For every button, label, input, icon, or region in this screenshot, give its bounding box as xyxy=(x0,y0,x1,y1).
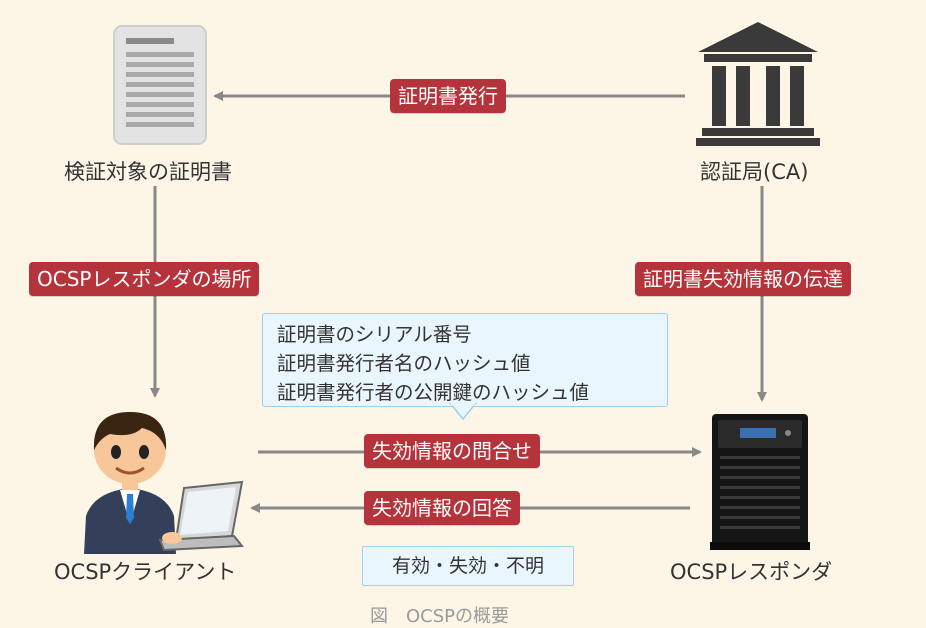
responder-label: OCSPレスポンダ xyxy=(670,560,833,584)
answer-status-box: 有効・失効・不明 xyxy=(362,546,574,586)
figure-caption: 図 OCSPの概要 xyxy=(370,606,510,627)
query-content-bubble: 証明書のシリアル番号 証明書発行者名のハッシュ値 証明書発行者の公開鍵のハッシュ… xyxy=(262,313,668,407)
certificate-label: 検証対象の証明書 xyxy=(64,160,232,184)
query-tag: 失効情報の問合せ xyxy=(364,434,540,468)
client-label: OCSPクライアント xyxy=(54,560,237,584)
answer-tag: 失効情報の回答 xyxy=(364,491,520,525)
server-icon xyxy=(710,412,810,554)
document-icon xyxy=(112,24,208,150)
responder-location-tag: OCSPレスポンダの場所 xyxy=(29,262,260,296)
revocation-transfer-tag: 証明書失効情報の伝達 xyxy=(635,262,851,296)
person-laptop-icon xyxy=(64,404,254,558)
query-item-issuer-name-hash: 証明書発行者名のハッシュ値 xyxy=(277,352,531,375)
query-item-serial: 証明書のシリアル番号 xyxy=(277,323,472,346)
query-item-issuer-key-hash: 証明書発行者の公開鍵のハッシュ値 xyxy=(277,381,590,404)
bank-building-icon xyxy=(694,20,822,152)
issue-tag: 証明書発行 xyxy=(390,79,506,113)
ca-label: 認証局(CA) xyxy=(700,160,809,184)
bubble-tail xyxy=(449,403,477,421)
